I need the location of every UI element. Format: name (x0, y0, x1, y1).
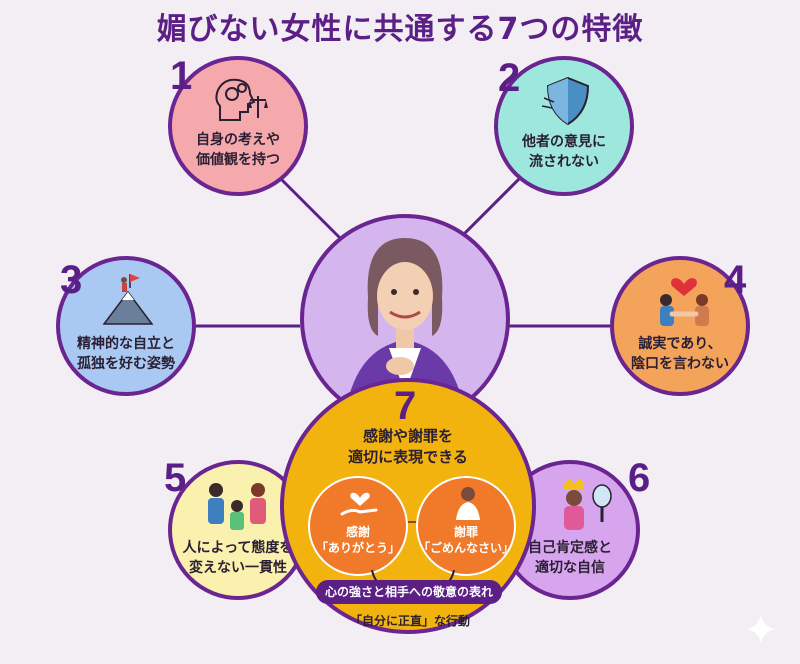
trait-2-circle: 他者の意見に流されない (494, 56, 634, 196)
hand-heart-icon (340, 492, 378, 516)
trait-5-text: 人によって態度を変えない一貫性 (182, 540, 294, 576)
trait-1-text: 自身の考えや価値観を持つ (196, 132, 280, 168)
trait-7-text: 感謝や謝罪を適切に表現できる (348, 427, 468, 466)
mountain-flag-icon (102, 274, 154, 325)
sparkle-icon (746, 614, 776, 644)
trait-6-text: 自己肯定感と適切な自信 (528, 540, 612, 576)
apology-text: 謝罪「ごめんなさい」 (418, 525, 515, 555)
crown-mirror-icon (564, 478, 612, 530)
page-title: 媚びない女性に共通する7つの特徴 (156, 12, 644, 47)
trait-3-text: 精神的な自立と孤独を好む姿勢 (77, 336, 175, 372)
bowing-person-icon (456, 487, 480, 520)
handshake-heart-icon (660, 278, 709, 326)
trait-2-number: 2 (498, 56, 521, 100)
trait-1-number: 1 (170, 54, 193, 98)
trait-5-number: 5 (164, 456, 187, 500)
head-gears-scale-icon (215, 78, 268, 121)
trait-3-circle: 精神的な自立と孤独を好む姿勢 (56, 256, 196, 396)
footer-caption: 「自分に正直」な行動 (349, 614, 470, 628)
trait-3-number: 3 (60, 258, 83, 302)
family-icon (208, 483, 266, 530)
shield-icon (542, 76, 590, 126)
trait-4-text: 誠実であり、陰口を言わない (631, 336, 729, 372)
gratitude-circle: 感謝「ありがとう」 (308, 476, 408, 576)
trait-2-text: 他者の意見に流されない (522, 134, 606, 170)
gratitude-text: 感謝「ありがとう」 (315, 525, 400, 555)
summary-banner: 心の強さと相手への敬意の表れ (316, 580, 502, 604)
trait-7-number: 7 (394, 384, 417, 428)
trait-4-number: 4 (724, 258, 747, 302)
trait-6-number: 6 (628, 456, 651, 500)
apology-circle: 謝罪「ごめんなさい」 (416, 476, 516, 576)
trait-4-circle: 誠実であり、陰口を言わない (610, 256, 750, 396)
trait-1-circle: 自身の考えや価値観を持つ (168, 56, 308, 196)
